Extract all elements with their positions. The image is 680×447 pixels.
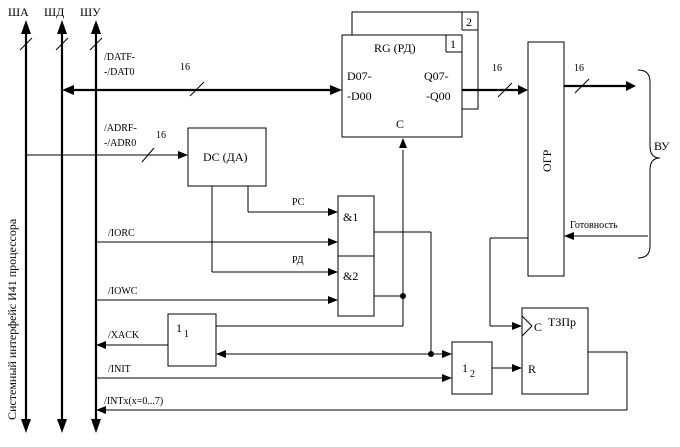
signal-intx: /INTx(x=0...7) <box>104 396 163 407</box>
dc-rd-wire <box>211 186 338 276</box>
dc-rc-wire <box>247 186 338 216</box>
register-rg-q-top: Q07- <box>424 69 449 83</box>
signal-adrf: /ADRF- <box>104 123 137 134</box>
bus-label-sha: ША <box>8 5 29 19</box>
register-rg-d-bot: -D00 <box>347 89 372 103</box>
register-rg-title: RG (РД) <box>374 41 416 55</box>
bus-shd-arrow-top <box>57 20 67 34</box>
and-gate-1 <box>337 195 375 257</box>
iowc-wire <box>96 296 338 304</box>
ogr-to-tzp-c-wire <box>489 237 528 330</box>
or2-to-tzp-wire <box>492 364 522 372</box>
or-gate-1 <box>167 313 217 367</box>
address-bus-arrow <box>178 151 188 159</box>
or-gate-2 <box>451 341 493 395</box>
data-bus-slash <box>189 81 205 97</box>
or-gate-1-label: 1 <box>176 321 182 335</box>
signal-init: /INIT <box>108 364 131 375</box>
intx-wire <box>96 351 628 414</box>
vertical-interface-label: Системный интерфейс И41 процессора <box>5 218 19 420</box>
bus-sha-arrow-bottom <box>21 419 31 433</box>
decoder-dc-label: DC (ДА) <box>203 150 248 164</box>
wire-label-rd: РД <box>292 255 304 266</box>
init-wire <box>96 374 452 382</box>
block-ogr-label: ОГР <box>540 149 554 172</box>
decoder-dc <box>187 127 267 187</box>
or-gate-2-sub: 2 <box>470 369 475 380</box>
and2-output-wire <box>216 138 407 327</box>
and-gate-2 <box>337 255 375 317</box>
trigger-tzp-c: C <box>534 320 542 334</box>
system-buses <box>19 20 103 433</box>
register-rg-number: 1 <box>450 37 456 51</box>
block-ogr <box>527 41 565 277</box>
signal-iowc: /IOWC <box>108 286 138 297</box>
data-bus-arrow-left <box>62 85 74 95</box>
address-bus-slash <box>141 147 155 163</box>
signal-iorc: /IORC <box>108 228 135 239</box>
bus-shd-slash <box>55 37 69 51</box>
wire-label-vu: ВУ <box>654 139 670 153</box>
wire-label-gotovnost: Готовность <box>570 220 618 231</box>
register-rg-d-top: D07- <box>347 69 372 83</box>
bus-label-shu: ШУ <box>80 5 101 19</box>
or-gate-1-sub: 1 <box>184 329 189 340</box>
vu-brace <box>637 69 661 259</box>
bus-sha-arrow-top <box>21 20 31 34</box>
bus-shu-arrow-bottom <box>91 419 101 433</box>
and1-output-wire <box>216 231 452 358</box>
ogr-to-vu-wire <box>564 78 636 94</box>
register-rg2-number: 2 <box>466 15 472 29</box>
bus-shd-arrow-bottom <box>57 419 67 433</box>
address-bus-wire <box>26 147 188 163</box>
or-gate-2-label: 1 <box>462 361 468 375</box>
address-bus-width: 16 <box>156 130 166 141</box>
bus-sha-slash <box>19 37 33 51</box>
rg-ogr-bus-width: 16 <box>492 63 502 74</box>
iorc-wire <box>96 238 338 246</box>
trigger-tzp <box>521 307 589 395</box>
signal-xack: /XACK <box>108 330 140 341</box>
and-gate-1-label: &1 <box>343 210 358 224</box>
and-gate-2-label: &2 <box>343 269 358 283</box>
data-bus-wire <box>62 81 342 97</box>
data-bus-arrow-right <box>330 85 342 95</box>
bus-label-shd: ШД <box>44 5 64 19</box>
register-rg-clock: C <box>396 117 404 131</box>
bus-shu-slash <box>89 37 103 51</box>
register-rg <box>341 34 463 138</box>
rg-to-ogr-wire <box>462 82 528 98</box>
wire-label-rc: РС <box>292 197 305 208</box>
signal-dat0: -/DAT0 <box>104 67 135 78</box>
register-rg-q-bot: -Q00 <box>426 89 451 103</box>
ogr-vu-bus-width: 16 <box>574 63 584 74</box>
gotovnost-wire <box>564 232 648 240</box>
bus-shu-arrow-top <box>91 20 101 34</box>
xack-wire <box>96 341 168 349</box>
signal-datf: /DATF- <box>104 52 135 63</box>
data-bus-width: 16 <box>180 62 190 73</box>
signal-adr0: -/ADR0 <box>104 138 136 149</box>
trigger-tzp-title: ТЗПр <box>548 315 576 329</box>
trigger-tzp-r: R <box>528 362 536 376</box>
